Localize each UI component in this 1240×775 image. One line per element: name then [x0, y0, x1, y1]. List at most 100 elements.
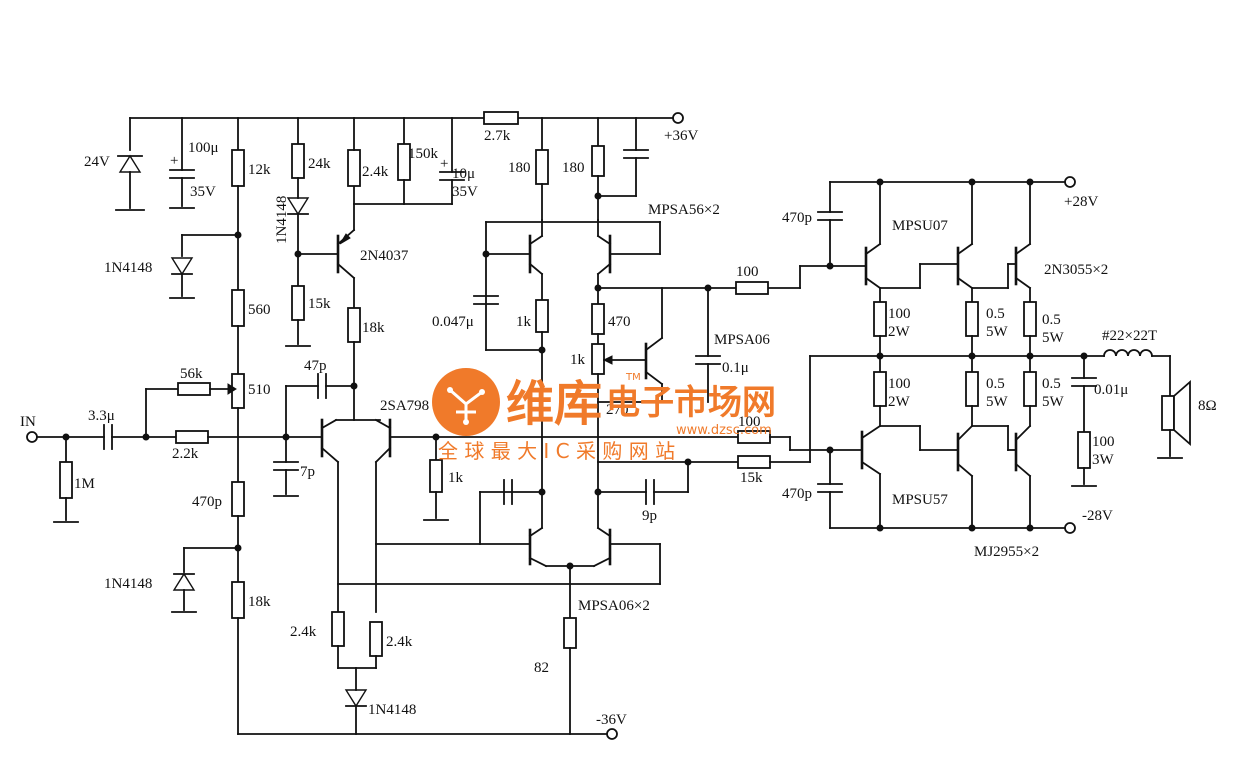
ltp-mpsa06x2: MPSA06×2 82 9p [479, 461, 689, 735]
r05a-label: 0.5 [986, 306, 1005, 322]
capacitor-47p: 47p [285, 358, 355, 438]
input-label: IN [20, 414, 36, 430]
d1-label: 1N4148 [104, 260, 152, 276]
r1kpot-label: 1k [570, 352, 586, 368]
resistor-100-top: 100 [735, 264, 867, 295]
positive-rail-36v: +36V [129, 112, 698, 144]
r1002wa-p: 2W [888, 324, 911, 340]
speaker-label: 8Ω [1198, 398, 1217, 414]
r82-label: 82 [534, 660, 549, 676]
r15k-label: 15k [308, 296, 331, 312]
input-terminal[interactable] [26, 431, 38, 443]
r05a-p: 5W [986, 324, 1009, 340]
output-stage-bottom: 100 2W 0.5 5W 0.5 5W MPSU57 [782, 355, 1113, 560]
c100u-volt: 35V [190, 184, 216, 200]
watermark-slogan: 全 球 最 大 I C 采 购 网 站 [438, 439, 675, 463]
pos36-terminal[interactable] [672, 112, 684, 124]
capacitor-100u: + 100μ 35V [169, 117, 219, 209]
pos36-label: +36V [664, 128, 698, 144]
watermark-logo-icon [432, 368, 500, 436]
r1003w-p: 3W [1092, 452, 1115, 468]
r150k-label: 150k [408, 146, 439, 162]
vbe-column: 24k 1N4148 15k [274, 117, 331, 347]
watermark-title: 电子市场网 [606, 383, 776, 423]
capacitor-7p: 7p [273, 433, 315, 497]
r24k-r-label: 2.4k [386, 634, 413, 650]
svg-text:+: + [440, 156, 448, 172]
zener-label: 24V [84, 154, 110, 170]
transistor-2sa798: 2SA798 2.4k 2.4k 1N4148 [290, 398, 661, 735]
pos28-terminal[interactable] [1064, 176, 1076, 188]
r05d-p: 5W [1042, 394, 1065, 410]
r510-label: 510 [248, 382, 271, 398]
r180a-label: 180 [508, 160, 531, 176]
c470p-bot-label: 470p [782, 486, 812, 502]
c10u-volt: 35V [452, 184, 478, 200]
c9p-label: 9p [642, 508, 657, 524]
watermark-brand: 维库 [506, 376, 602, 432]
r270-label: 270 [606, 402, 629, 418]
resistor-2-7k: 2.7k [483, 111, 519, 144]
r24k-top-label: 2.4k [362, 164, 389, 180]
r18k-left-label: 18k [248, 594, 271, 610]
qmj2955-label: MJ2955×2 [974, 544, 1039, 560]
r100a-label: 100 [736, 264, 759, 280]
watermark-tm: TM [625, 372, 641, 383]
resistor-1k-gnd: 1k [423, 433, 739, 521]
neg28-label: -28V [1082, 508, 1113, 524]
r12k-label: 12k [248, 162, 271, 178]
c001u-label: 0.01μ [1094, 382, 1128, 398]
r1m-label: 1M [74, 476, 95, 492]
neg36-label: -36V [596, 712, 627, 728]
zener-24v: 24V [84, 117, 145, 211]
watermark: 维库 电子市场网 TM www.dzsc.com 全 球 最 大 I C 采 购… [432, 368, 776, 463]
input-section: IN 1M 3.3μ 2.2k 56k [20, 366, 323, 523]
diode-1n4148-b: 1N4148 [104, 547, 239, 613]
d2-label: 1N4148 [104, 576, 152, 592]
bias-chain-left: 12k 560 510 470p 18k [192, 117, 271, 735]
output-stage-top: +28V 470p MPSU07 100 2W 0.5 5W [782, 176, 1108, 360]
r150k-c10u: 150k + 10μ 35V [353, 117, 478, 205]
c100u-label: 100μ [188, 140, 219, 156]
c7p-label: 7p [300, 464, 315, 480]
r100b-label: 100 [738, 414, 761, 430]
c33u-label: 3.3μ [88, 408, 115, 424]
r15kb-label: 15k [740, 470, 763, 486]
q2n4037-label: 2N4037 [360, 248, 409, 264]
qmpsa06x2-label: MPSA06×2 [578, 598, 650, 614]
r05c-label: 0.5 [986, 376, 1005, 392]
c470p-top-label: 470p [782, 210, 812, 226]
q2sa798-label: 2SA798 [380, 398, 429, 414]
r180b-label: 180 [562, 160, 585, 176]
r1002wb-label: 100 [888, 376, 911, 392]
r24k-l-label: 2.4k [290, 624, 317, 640]
r56k-label: 56k [180, 366, 203, 382]
transistor-2n4037: 2N4037 2.4k 18k [297, 117, 409, 421]
r470p-left-label: 470p [192, 494, 222, 510]
dbottom-label: 1N4148 [368, 702, 416, 718]
r1k-b-label: 1k [448, 470, 464, 486]
inductor-label: #22×22T [1102, 328, 1157, 344]
dvert-label: 1N4148 [274, 196, 290, 244]
c10u-label: 10μ [452, 166, 475, 182]
q2n3055-label: 2N3055×2 [1044, 262, 1108, 278]
svg-text:+: + [170, 153, 178, 169]
r1002wa-label: 100 [888, 306, 911, 322]
r27k-label: 2.7k [484, 128, 511, 144]
c0047-label: 0.047μ [432, 314, 474, 330]
output-network: 0.01μ 100 3W #22×22T 8Ω [1071, 328, 1217, 487]
r560-label: 560 [248, 302, 271, 318]
qmpsa06-label: MPSA06 [714, 332, 770, 348]
r05b-label: 0.5 [1042, 312, 1061, 328]
qmpsa56-label: MPSA56×2 [648, 202, 720, 218]
watermark-url: www.dzsc.com [676, 423, 772, 438]
r1ka-label: 1k [516, 314, 532, 330]
speaker-icon [1173, 380, 1191, 446]
neg28-terminal[interactable] [1064, 522, 1076, 534]
neg36-terminal[interactable] [606, 728, 618, 740]
qmpsu07-label: MPSU07 [892, 218, 948, 234]
qmpsu57-label: MPSU57 [892, 492, 948, 508]
resistors-bottom-feed: 100 15k [597, 355, 1085, 486]
r1002wb-p: 2W [888, 394, 911, 410]
